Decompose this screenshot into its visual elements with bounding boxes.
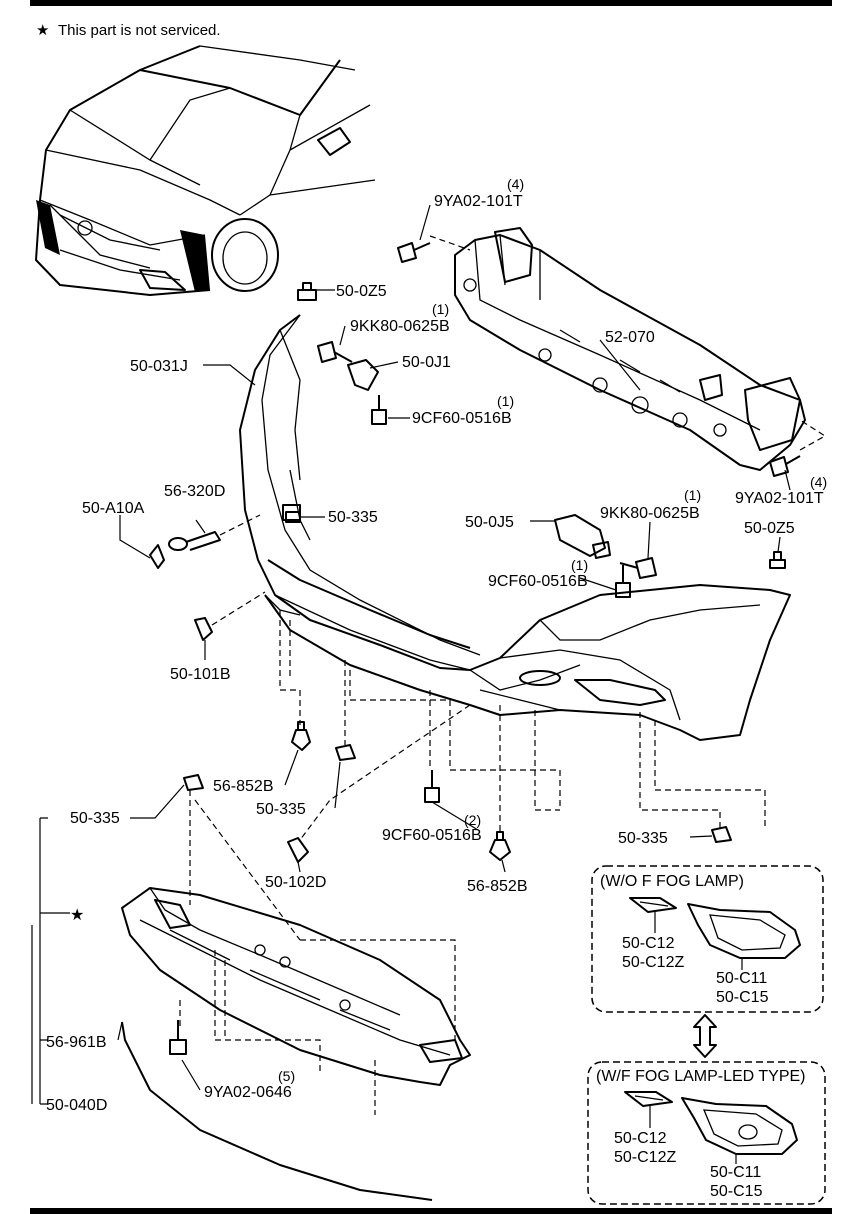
- box-wo-title: (W/O F FOG LAMP): [600, 873, 744, 890]
- box-wf-part-b1: 50-C11: [710, 1164, 761, 1181]
- qty-lower-right: (4): [810, 474, 827, 490]
- nut-mid: [335, 744, 356, 761]
- nut-lower-right: [711, 826, 732, 843]
- label-nut-left: 50-335: [328, 509, 378, 526]
- cover-left: [194, 591, 266, 641]
- qty-bolt-under: (5): [278, 1068, 295, 1084]
- front-bumper: [239, 314, 791, 741]
- leader-lines: [117, 204, 791, 1091]
- star-icon: ★: [36, 22, 49, 39]
- label-clip-top: 50-0Z5: [336, 283, 387, 300]
- tow-hook-cap: [149, 544, 165, 569]
- label-bracket-right: 50-0J5: [465, 514, 514, 531]
- nut-lower-left: [183, 774, 204, 791]
- qty-screw-left-top: (1): [497, 393, 514, 409]
- box-without-fog-lamp: (W/O F FOG LAMP) 50-C12 50-C12Z 50-C11 5…: [591, 865, 824, 1013]
- label-nut-lower-right: 50-335: [618, 830, 668, 847]
- label-clip-right: 50-0Z5: [744, 520, 795, 537]
- screw-left-top: [371, 395, 387, 425]
- group-bracket: [31, 817, 70, 1105]
- box-wf-part-b2: 50-C15: [710, 1183, 763, 1200]
- bolt-under: [169, 1020, 187, 1055]
- bracket-left: [347, 359, 399, 391]
- box-with-fog-lamp-led: (W/F FOG LAMP-LED TYPE) 50-C12 50-C12Z 5…: [587, 1061, 826, 1205]
- screw-right: [615, 565, 631, 598]
- label-molding: 56-961B: [46, 1034, 107, 1051]
- star-mark-icon: ★: [70, 907, 84, 924]
- cover-lower: [287, 837, 309, 863]
- label-bolt-right: 9KK80-0625B: [600, 505, 700, 522]
- bolt-upper-right: [397, 235, 471, 263]
- car-illustration: [35, 45, 376, 296]
- label-hook: 56-320D: [164, 483, 225, 500]
- top-border: [30, 0, 832, 6]
- clip-top: [297, 282, 317, 301]
- box-wo-part-b1: 50-C11: [716, 970, 767, 987]
- fastener-mid: [291, 721, 311, 751]
- fastener-center: [489, 831, 511, 861]
- label-nut-lower-left: 50-335: [70, 810, 120, 827]
- swap-arrow-icon: [693, 1014, 717, 1058]
- box-wo-part-a1: 50-C12: [622, 935, 675, 952]
- label-reinforcement: 52-070: [605, 329, 655, 346]
- under-cover: [121, 887, 471, 1086]
- label-bracket-left: 50-0J1: [402, 354, 451, 371]
- bolt-right: [619, 557, 657, 579]
- label-bumper: 50-031J: [130, 358, 188, 375]
- molding: [121, 1021, 433, 1201]
- label-fastener-mid: 56-852B: [213, 778, 274, 795]
- tow-hook: [168, 514, 261, 551]
- label-screw-right: 9CF60-0516B: [488, 573, 588, 590]
- box-wo-part-a2: 50-C12Z: [622, 954, 684, 971]
- bottom-border: [30, 1208, 832, 1214]
- box-wf-title: (W/F FOG LAMP-LED TYPE): [596, 1068, 806, 1085]
- nut-left: [285, 511, 301, 523]
- qty-screw-right: (1): [571, 557, 588, 573]
- label-under-cover: 50-040D: [46, 1097, 107, 1114]
- qty-bolt-right: (1): [684, 487, 701, 503]
- label-bolt-upper-right: 9YA02-101T: [434, 193, 523, 210]
- label-fastener-center: 56-852B: [467, 878, 528, 895]
- label-screw-center: 9CF60-0516B: [382, 827, 482, 844]
- guide-lines: [279, 610, 766, 841]
- bolt-lower-right: [769, 419, 827, 477]
- box-wo-part-b2: 50-C15: [716, 989, 769, 1006]
- label-cover-lower: 50-102D: [265, 874, 326, 891]
- label-cap-left: 50-A10A: [82, 500, 145, 517]
- label-nut-mid: 50-335: [256, 801, 306, 818]
- label-bolt-under: 9YA02-0646: [204, 1084, 292, 1101]
- under-cover-guides: [179, 790, 456, 1115]
- label-screw-left-top: 9CF60-0516B: [412, 410, 512, 427]
- label-bolt-left-top: 9KK80-0625B: [350, 318, 450, 335]
- bracket-right: [554, 514, 611, 559]
- qty-screw-center: (2): [464, 812, 481, 828]
- label-cover-left: 50-101B: [170, 666, 231, 683]
- qty-left-top: (1): [432, 301, 449, 317]
- screw-center: [424, 770, 440, 803]
- qty-upper-right: (4): [507, 176, 524, 192]
- bolt-left-top: [317, 341, 353, 363]
- not-serviced-note: This part is not serviced.: [58, 22, 221, 39]
- label-bolt-lower-right: 9YA02-101T: [735, 490, 824, 507]
- bumper-reinforcement: [454, 227, 806, 471]
- box-wf-part-a1: 50-C12: [614, 1130, 667, 1147]
- clip-right: [769, 551, 786, 569]
- box-wf-part-a2: 50-C12Z: [614, 1149, 676, 1166]
